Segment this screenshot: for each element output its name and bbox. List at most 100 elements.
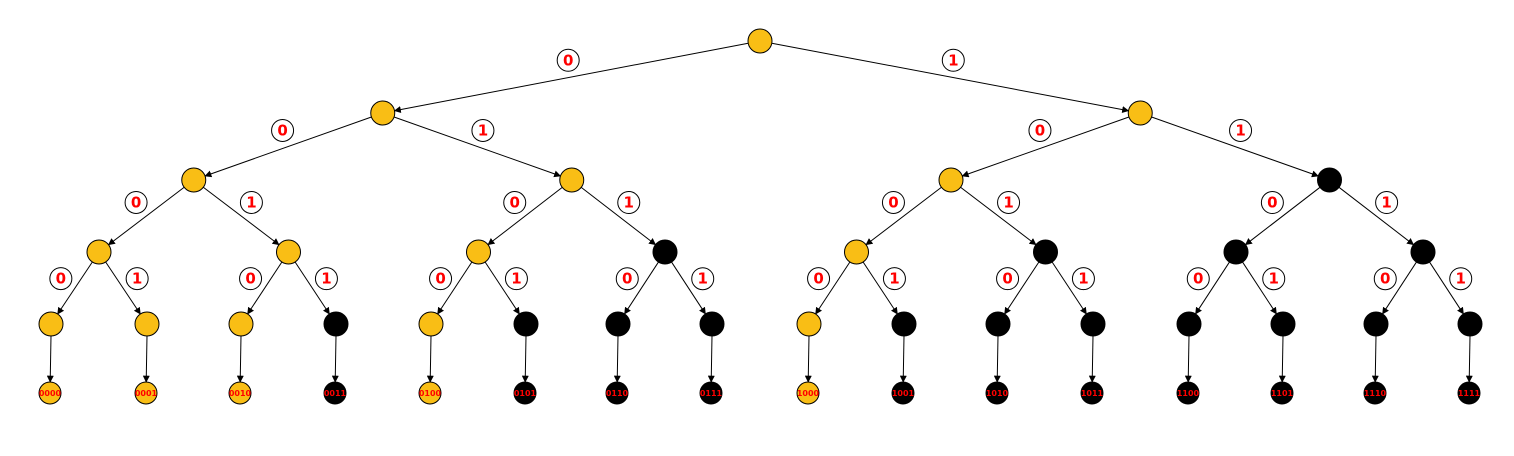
edge-011-1 (671, 261, 706, 315)
edge-label-badge (1375, 191, 1399, 215)
edge-label-1: 1 (478, 121, 488, 139)
edge-label-0: 0 (131, 193, 141, 211)
leaf-label-0110: 0110 (606, 389, 629, 398)
edge-111-1 (1429, 261, 1464, 315)
edge-label-badge (271, 118, 295, 142)
edge-label-badge (556, 48, 580, 72)
leaf-label-1011: 1011 (1081, 389, 1104, 398)
leaf-edge-1110 (1371, 335, 1379, 383)
leaf-edge-1101 (1278, 335, 1286, 383)
edge-label-badge (429, 267, 453, 291)
leaf-label-0111: 0111 (700, 389, 723, 398)
tree-node-11 (1317, 167, 1342, 193)
leaf-node-1111 (1457, 381, 1481, 405)
leaf-label-0100: 0100 (419, 389, 442, 398)
edge-label-badge (471, 118, 495, 142)
leaf-node-1011 (1080, 381, 1104, 405)
edge-label-0: 0 (622, 270, 632, 288)
leaf-edge-0100 (426, 335, 434, 383)
edge-101-1 (1051, 261, 1087, 315)
tree-node-010 (466, 239, 491, 265)
edge-label-0: 0 (563, 51, 573, 69)
leaf-node-0111 (699, 381, 723, 405)
tree-node-0110 (605, 311, 631, 337)
leaf-node-1010 (985, 381, 1009, 405)
edge-label-1: 1 (624, 194, 634, 212)
edge-label-0: 0 (1380, 270, 1390, 288)
leaf-label-0101: 0101 (514, 389, 537, 398)
leaf-edge-1000 (804, 335, 812, 383)
tree-node-01 (559, 167, 585, 193)
edge-100-0 (815, 261, 851, 315)
edge-label-0: 0 (1267, 194, 1277, 212)
tree-node-101 (1033, 239, 1058, 265)
tree-node-011 (652, 239, 678, 265)
tree-node-110 (1223, 239, 1249, 265)
tree-node-1111 (1457, 311, 1483, 337)
edges-layer (46, 42, 1473, 383)
leaf-label-1100: 1100 (1177, 389, 1200, 398)
edge-label-badge (807, 267, 831, 291)
leaf-label-1111: 1111 (1458, 389, 1481, 398)
tree-node-1110 (1363, 311, 1389, 337)
tree-node-0011 (323, 311, 349, 337)
edge-label-badge (1449, 267, 1473, 291)
edge-label-1: 1 (1381, 194, 1391, 212)
tree-node-1010 (985, 311, 1011, 337)
edge-label-0: 0 (1193, 270, 1203, 288)
edge-label-0: 0 (56, 270, 66, 288)
edge-label-badge (124, 190, 148, 214)
edge-label-1: 1 (889, 270, 899, 288)
edge-label-badge (1262, 267, 1286, 291)
leaf-edge-0001 (142, 335, 150, 383)
leaf-label-0001: 0001 (135, 389, 158, 398)
leaf-edge-1100 (1184, 335, 1192, 383)
tree-node-0001 (134, 311, 160, 337)
tree-node-0010 (228, 311, 254, 337)
edge-00-0 (107, 186, 185, 246)
edge-label-badge (125, 267, 149, 291)
leaf-edge-0101 (521, 335, 529, 383)
leaf-edge-1111 (1465, 335, 1473, 383)
edge-root-1 (771, 42, 1130, 114)
edge-label-1: 1 (132, 270, 142, 288)
tree-node-root (747, 28, 773, 54)
edge-label-badge (1186, 267, 1210, 291)
edge-label-0: 0 (888, 193, 898, 211)
edge-label-badge (314, 267, 338, 291)
leaf-node-0011 (323, 381, 347, 405)
edge-label-badge (49, 267, 73, 291)
edge-label-badge (617, 191, 641, 215)
edge-01-1 (580, 186, 657, 246)
leaf-edge-0011 (331, 335, 339, 383)
edge-label-badge (882, 267, 906, 291)
leaf-label-0010: 0010 (229, 389, 252, 398)
tree-node-1001 (891, 311, 917, 337)
edge-label-1: 1 (1235, 121, 1245, 139)
tree-node-00 (181, 167, 207, 193)
leaf-node-1000 (796, 381, 820, 405)
edge-01-0 (487, 186, 563, 246)
edge-label-1: 1 (1078, 270, 1088, 288)
edge-label-badge (1373, 267, 1397, 291)
edge-label-badge (1229, 118, 1253, 142)
edge-100-1 (862, 261, 898, 315)
edge-101-0 (1004, 261, 1040, 315)
leaf-edge-1011 (1088, 335, 1096, 383)
edge-110-1 (1242, 261, 1277, 315)
leaf-label-1110: 1110 (1364, 389, 1387, 398)
edge-1-0 (961, 116, 1130, 178)
tree-node-10 (938, 167, 964, 193)
edge-label-badge (239, 190, 263, 214)
leaf-node-1101 (1270, 381, 1294, 405)
edge-label-1: 1 (321, 270, 331, 288)
leaf-node-1110 (1363, 381, 1387, 405)
tree-node-111 (1410, 239, 1436, 265)
edge-label-badge (1260, 191, 1284, 215)
tree-node-1100 (1176, 311, 1202, 337)
edge-label-1: 1 (511, 270, 521, 288)
edge-10-0 (865, 186, 942, 246)
edge-001-0 (247, 261, 283, 315)
